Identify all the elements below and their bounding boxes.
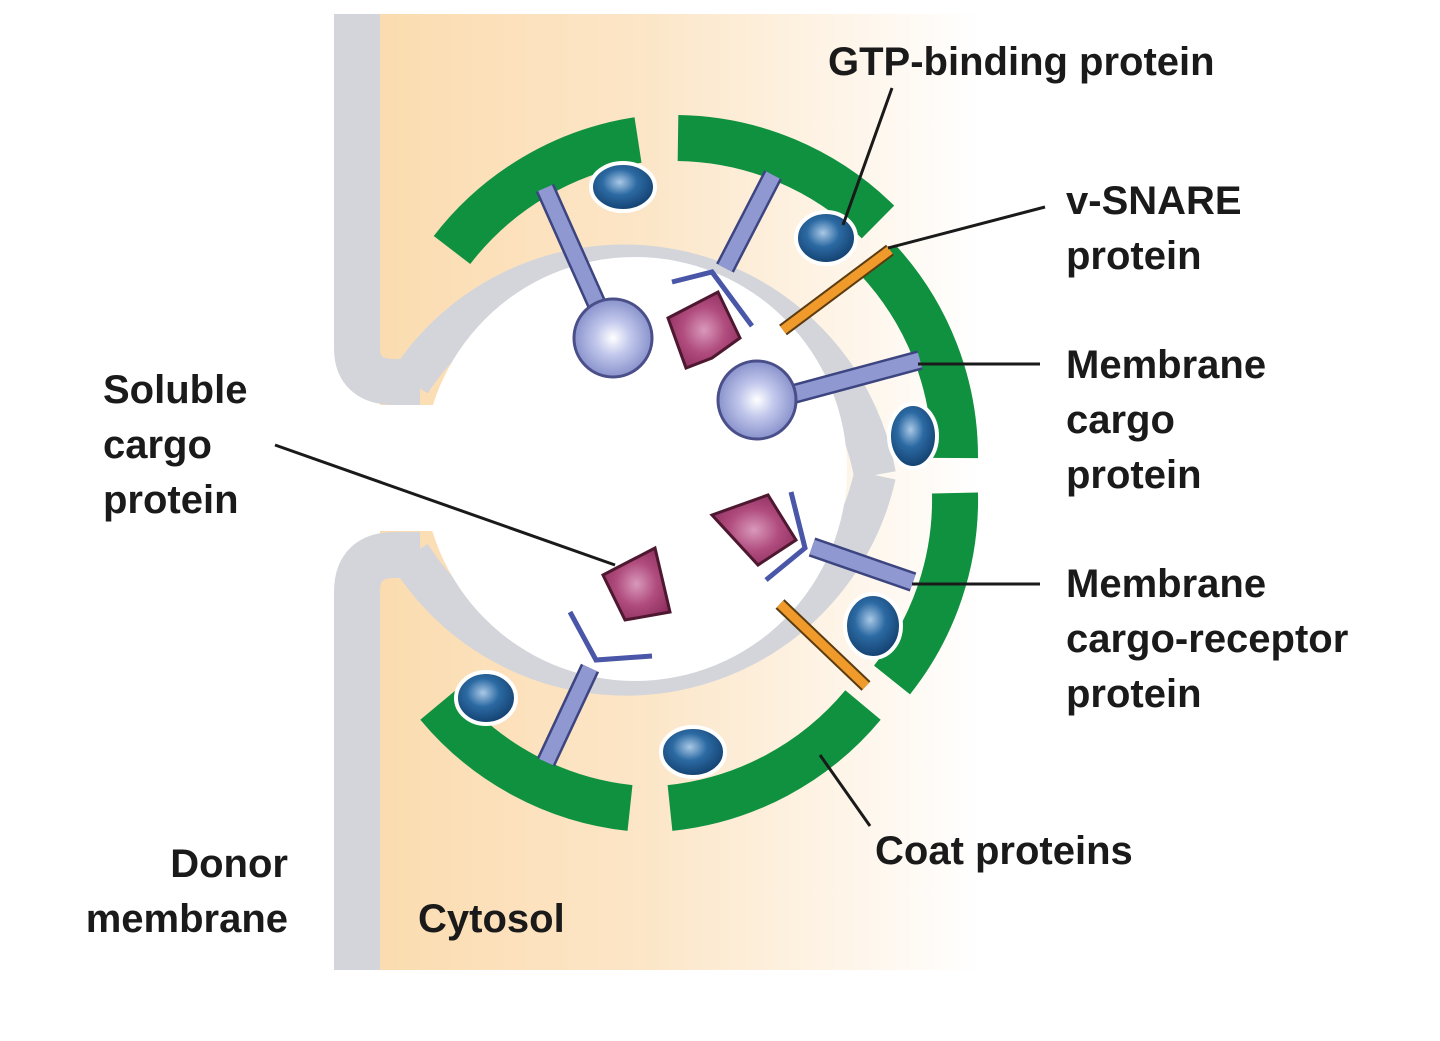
- leader-lines: [274, 87, 1046, 827]
- gtp-binding-proteins: [454, 161, 939, 779]
- coat-protein-layer: [420, 115, 979, 831]
- label-membrane-cargo-protein: Membrane cargo protein: [1066, 338, 1266, 503]
- leader-gtp: [841, 87, 894, 226]
- label-line: Cytosol: [418, 897, 565, 941]
- label-line: protein: [1066, 234, 1202, 278]
- cargo-receptor-protein: [809, 539, 916, 590]
- gtp-binding-protein: [887, 402, 939, 470]
- leader-coat: [818, 754, 872, 827]
- label-line: protein: [103, 478, 239, 522]
- label-line: Membrane: [1066, 343, 1267, 387]
- coat-segment: [860, 244, 979, 459]
- cargo-receptor-protein: [539, 664, 597, 766]
- soluble-cargo-proteins: [601, 289, 799, 622]
- membrane-cargo-protein: [716, 359, 798, 441]
- label-soluble-cargo-protein: Soluble cargo protein: [103, 363, 247, 528]
- coat-segment: [420, 690, 633, 831]
- gtp-binding-protein: [794, 210, 858, 266]
- gtp-binding-protein: [843, 592, 903, 660]
- soluble-cargo-protein: [709, 493, 799, 567]
- label-v-snare-protein: v-SNARE protein: [1066, 174, 1242, 284]
- gtp-binding-protein: [659, 725, 727, 779]
- coat-segment: [433, 117, 642, 265]
- label-membrane-cargo-receptor-protein: Membrane cargo-receptor protein: [1066, 557, 1348, 722]
- coat-segment: [873, 492, 979, 695]
- gtp-binding-protein: [589, 161, 657, 213]
- label-line: cargo: [103, 423, 212, 467]
- leader-vsnare: [887, 205, 1046, 250]
- label-donor-membrane: Donor membrane: [86, 837, 288, 947]
- membrane-cargo-proteins: [535, 183, 923, 441]
- coat-segment: [667, 690, 881, 831]
- label-line: Soluble: [103, 368, 248, 412]
- label-coat-proteins: Coat proteins: [875, 824, 1133, 879]
- label-line: protein: [1066, 453, 1202, 497]
- label-line: Membrane: [1066, 562, 1267, 606]
- cargo-receptor-protein: [718, 171, 780, 272]
- label-cytosol: Cytosol: [418, 892, 565, 947]
- label-gtp-binding-protein: GTP-binding protein: [828, 35, 1215, 90]
- label-line: cargo: [1066, 398, 1175, 442]
- membrane-cargo-protein: [572, 297, 654, 379]
- label-line: Coat proteins: [875, 829, 1133, 873]
- label-line: cargo-receptor: [1066, 617, 1349, 661]
- label-line: GTP-binding protein: [828, 40, 1215, 84]
- label-line: Donor: [170, 842, 288, 886]
- coat-segment: [677, 115, 895, 239]
- label-line: protein: [1066, 672, 1202, 716]
- gtp-binding-protein: [454, 670, 518, 726]
- v-snare-proteins: [775, 244, 894, 691]
- leader-soluble-cargo: [274, 443, 616, 567]
- label-line: membrane: [85, 897, 288, 941]
- cargo-receptor-proteins: [536, 170, 917, 767]
- soluble-cargo-protein: [666, 289, 742, 370]
- soluble-cargo-protein: [601, 545, 672, 622]
- label-line: v-SNARE: [1066, 179, 1242, 223]
